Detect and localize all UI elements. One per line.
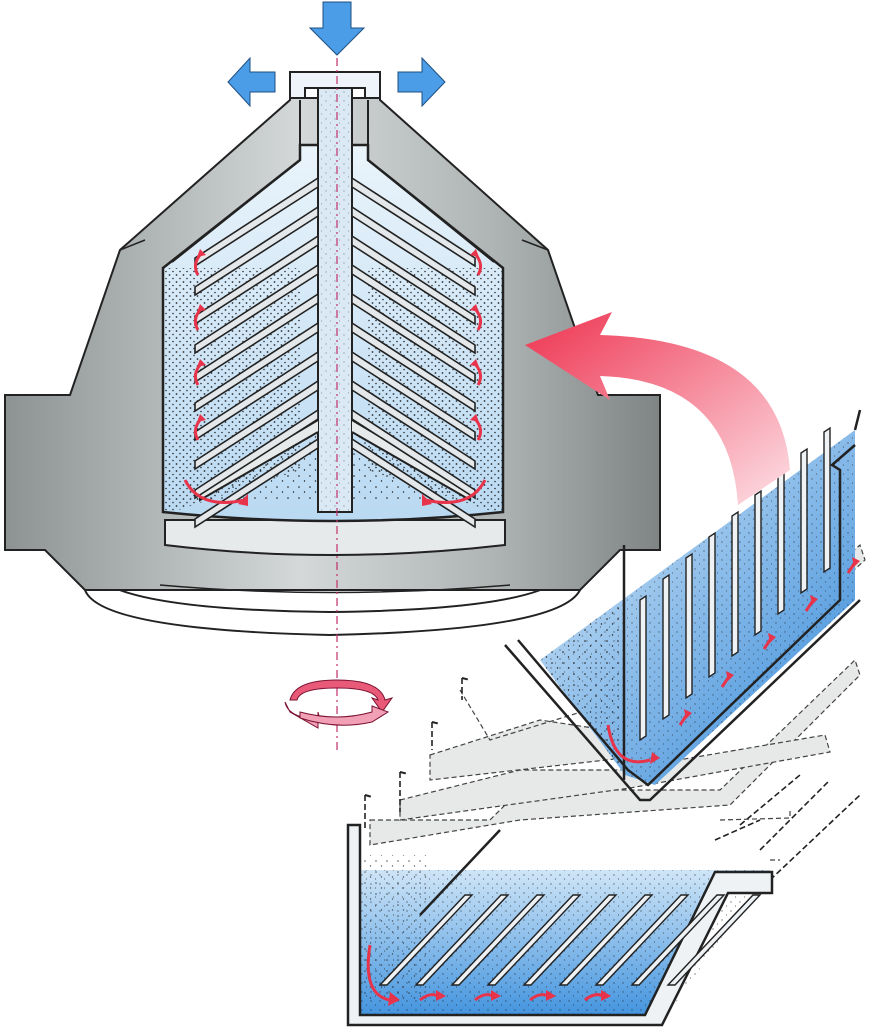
inner-housing [171, 100, 495, 263]
tilted-plate [823, 426, 831, 574]
tank-plate [378, 894, 474, 986]
particle-arrow [183, 479, 246, 504]
disc-plate-right [351, 408, 476, 500]
particle-arrow [606, 724, 651, 764]
disc-plate-left [194, 379, 319, 471]
arrow-right-icon [397, 56, 446, 108]
disc-plate-right [351, 263, 476, 355]
particle-arrowhead [388, 992, 400, 1006]
particle-arrowhead [436, 990, 446, 1001]
particle-arrow [193, 364, 202, 386]
particle-arrowhead [470, 359, 479, 367]
tilted-plate [662, 573, 670, 721]
bowl-particle-arrows [183, 249, 487, 506]
tank-plate [486, 894, 582, 986]
particle-arrowhead [768, 633, 776, 643]
particle-arrowhead [238, 494, 248, 506]
particle-arrow [193, 309, 202, 331]
disc-plate-left [194, 205, 319, 297]
tank-plate [630, 894, 726, 986]
particle-arrowhead [197, 414, 206, 422]
disc-plate-left [194, 408, 319, 500]
tilted-plate [800, 447, 808, 595]
particle-arrow [424, 479, 487, 504]
feed-tube-collar [289, 71, 381, 99]
disc-plate-right [351, 234, 476, 326]
particle-arrowhead [810, 595, 818, 605]
particle-arrowhead [650, 752, 660, 764]
tilted-plate [777, 468, 785, 616]
particle-arrow [193, 254, 202, 276]
horizontal-settling-tank [346, 823, 774, 1027]
tank-plate [414, 894, 510, 986]
disc-plate-left [194, 263, 319, 355]
particle-arrowhead [470, 304, 479, 312]
bowl-shoulder-line [119, 239, 549, 251]
particle-arrowhead [601, 990, 611, 1001]
bowl-base-plate [164, 519, 506, 556]
particle-arrowhead [422, 494, 432, 506]
disc-stack-right [351, 176, 476, 529]
particle-arrowhead [852, 557, 860, 567]
tilted-plate [639, 594, 647, 742]
arrow-down-icon [308, 1, 366, 56]
arrow-left-icon [227, 56, 276, 108]
tank-plate [450, 894, 546, 986]
tank-plate [558, 894, 654, 986]
particle-arrowhead [726, 671, 734, 681]
particle-arrow [366, 944, 391, 1002]
disc-plate-right [351, 205, 476, 297]
particle-arrowhead [470, 414, 479, 422]
tank-plate [594, 894, 690, 986]
disc-plate-right [351, 437, 476, 529]
rotation-icon [284, 679, 394, 729]
tilted-plate [685, 552, 693, 700]
particle-arrowhead [197, 249, 206, 257]
disc-plate-right [351, 292, 476, 384]
disc-plate-left [194, 321, 319, 413]
particle-arrowhead [470, 249, 479, 257]
particle-arrow [474, 309, 483, 331]
tilted-plate [754, 489, 762, 637]
curved-arrow-icon [525, 312, 790, 505]
particle-arrowhead [197, 304, 206, 312]
particle-arrowhead [197, 359, 206, 367]
bowl-base-curve [159, 584, 511, 594]
particle-arrow [474, 364, 483, 386]
disc-plate-right [351, 176, 476, 268]
particle-arrow [474, 254, 483, 276]
particle-arrowhead [684, 709, 692, 719]
disc-plate-right [351, 321, 476, 413]
particle-arrow [193, 419, 202, 441]
particle-arrowhead [546, 990, 556, 1001]
tilted-plate [708, 531, 716, 679]
disc-stack-left [194, 176, 319, 529]
disc-plate-right [351, 379, 476, 471]
disc-plate-left [194, 437, 319, 529]
particle-arrow [474, 419, 483, 441]
tank-plate [522, 894, 618, 986]
transition-tanks [364, 543, 866, 881]
tilted-plate [731, 510, 739, 658]
disc-plate-right [351, 350, 476, 442]
tank-plate [666, 894, 762, 986]
disc-plate-left [194, 350, 319, 442]
particle-arrowhead [491, 990, 501, 1001]
